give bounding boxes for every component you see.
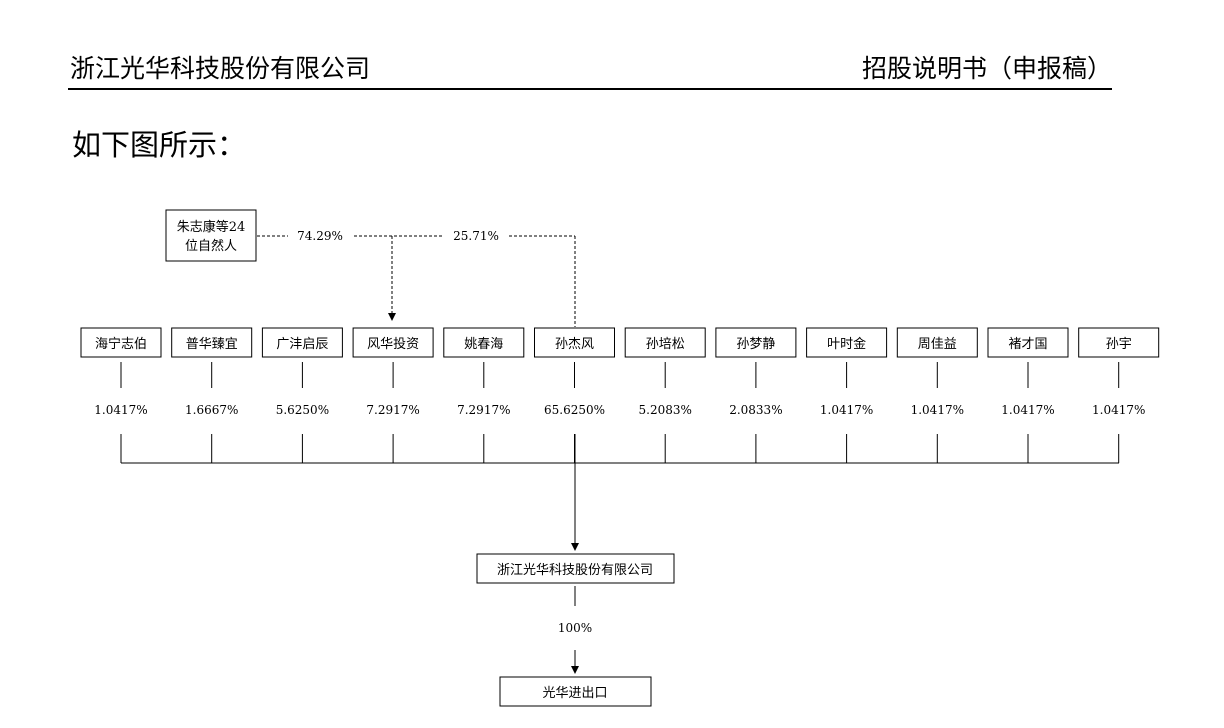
top-holder-line2: 位自然人 (185, 238, 237, 254)
shareholder-name: 孙梦静 (736, 337, 775, 352)
top-holder-box (165, 209, 257, 262)
shareholder-pct: 1.0417% (1092, 403, 1145, 417)
shareholder-box (80, 327, 162, 358)
shareholder-name: 褚才国 (1008, 337, 1047, 352)
shareholder-box (443, 327, 525, 358)
shareholder-row: 海宁志伯 1.0417% 普华臻宜 1.6667% 广沣启辰 5.6250% 风华投资 7.2… (80, 327, 1160, 463)
shareholder-box (715, 327, 797, 358)
shareholder-name: 周佳益 (918, 337, 957, 352)
link-pct-sunjiefeng: 25.71% (453, 229, 499, 243)
shareholder-box (896, 327, 978, 358)
company-box (476, 553, 675, 584)
shareholder-pct: 1.0417% (911, 403, 964, 417)
shareholder-pct: 1.0417% (1001, 403, 1054, 417)
header-doc-type: 招股说明书（申报稿） (861, 54, 1112, 83)
shareholder-pct: 7.2917% (457, 403, 510, 417)
top-holder-line1: 朱志康等24 (177, 219, 246, 235)
shareholder-box (171, 327, 253, 358)
header-company: 浙江光华科技股份有限公司 (70, 54, 371, 83)
shareholder-box (1078, 327, 1160, 358)
subsidiary-pct: 100% (558, 621, 592, 635)
subsidiary-box (499, 676, 652, 707)
shareholder-box (624, 327, 706, 358)
intro-text: 如下图所示： (72, 128, 247, 162)
header-rule (68, 88, 1112, 90)
shareholder-box (261, 327, 343, 358)
shareholder-pct: 7.2917% (366, 403, 419, 417)
shareholder-box (806, 327, 888, 358)
shareholder-pct: 1.6667% (185, 403, 238, 417)
shareholder-name: 海宁志伯 (95, 336, 147, 352)
top-dashed-lines (257, 235, 576, 327)
company-name: 浙江光华科技股份有限公司 (497, 563, 653, 578)
shareholder-pct: 65.6250% (544, 403, 605, 417)
shareholder-name: 孙宇 (1106, 337, 1132, 352)
shareholder-box (534, 327, 615, 358)
shareholder-name: 孙培松 (646, 336, 685, 352)
shareholder-name: 普华臻宜 (186, 337, 238, 352)
shareholder-name: 广沣启辰 (276, 337, 328, 352)
shareholder-name: 姚春海 (464, 337, 503, 352)
shareholder-name: 叶时金 (827, 336, 866, 352)
shareholder-name: 风华投资 (367, 336, 419, 352)
shareholder-pct: 1.0417% (820, 403, 873, 417)
shareholder-box (352, 327, 434, 358)
shareholder-name: 孙杰风 (555, 337, 594, 352)
shareholder-pct: 1.0417% (94, 403, 147, 417)
shareholder-pct: 5.6250% (276, 403, 329, 417)
shareholder-pct: 5.2083% (639, 403, 692, 417)
link-pct-fenghua: 74.29% (297, 229, 343, 243)
subsidiary-name: 光华进出口 (542, 686, 607, 701)
shareholder-pct: 2.0833% (729, 403, 782, 417)
shareholder-box (987, 327, 1069, 358)
